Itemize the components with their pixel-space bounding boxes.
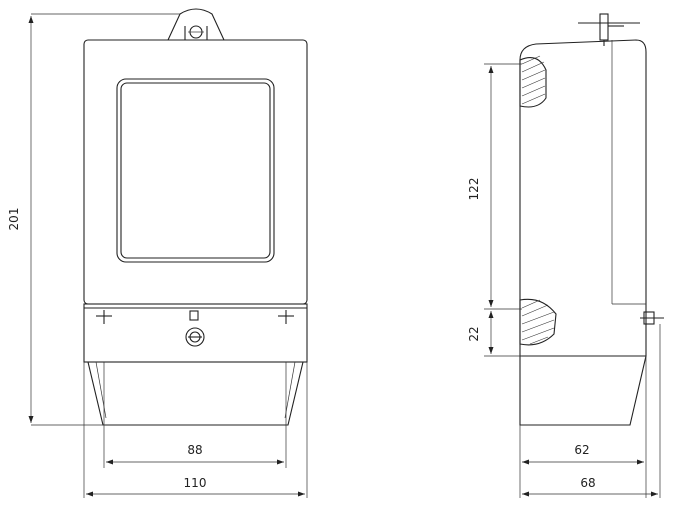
overall-width-label: 110 (184, 476, 207, 490)
display-window (116, 78, 275, 263)
window-height-label: 122 (467, 178, 481, 201)
right-screw-mark (278, 310, 294, 324)
side-dimensions: 122 22 62 68 (467, 63, 661, 498)
terminal-depth-label: 62 (574, 443, 589, 457)
lower-base (87, 361, 304, 426)
terminal-clamp-section (519, 298, 557, 346)
side-screw (640, 311, 664, 325)
side-view (519, 13, 664, 426)
side-lower-base (519, 355, 647, 426)
overall-depth-label: 68 (580, 476, 595, 490)
front-dimensions: 201 88 110 (7, 13, 308, 498)
terminal-cover (83, 303, 308, 363)
height-dimension-label: 201 (7, 208, 21, 231)
window-lip-section (519, 55, 547, 108)
front-view (83, 8, 308, 426)
terminal-width-label: 88 (187, 443, 202, 457)
hanging-bracket (167, 8, 225, 41)
seal-screw (185, 310, 205, 347)
side-body (519, 39, 647, 357)
left-screw-mark (96, 310, 112, 324)
lower-height-label: 22 (467, 326, 481, 341)
side-bracket (578, 13, 640, 46)
